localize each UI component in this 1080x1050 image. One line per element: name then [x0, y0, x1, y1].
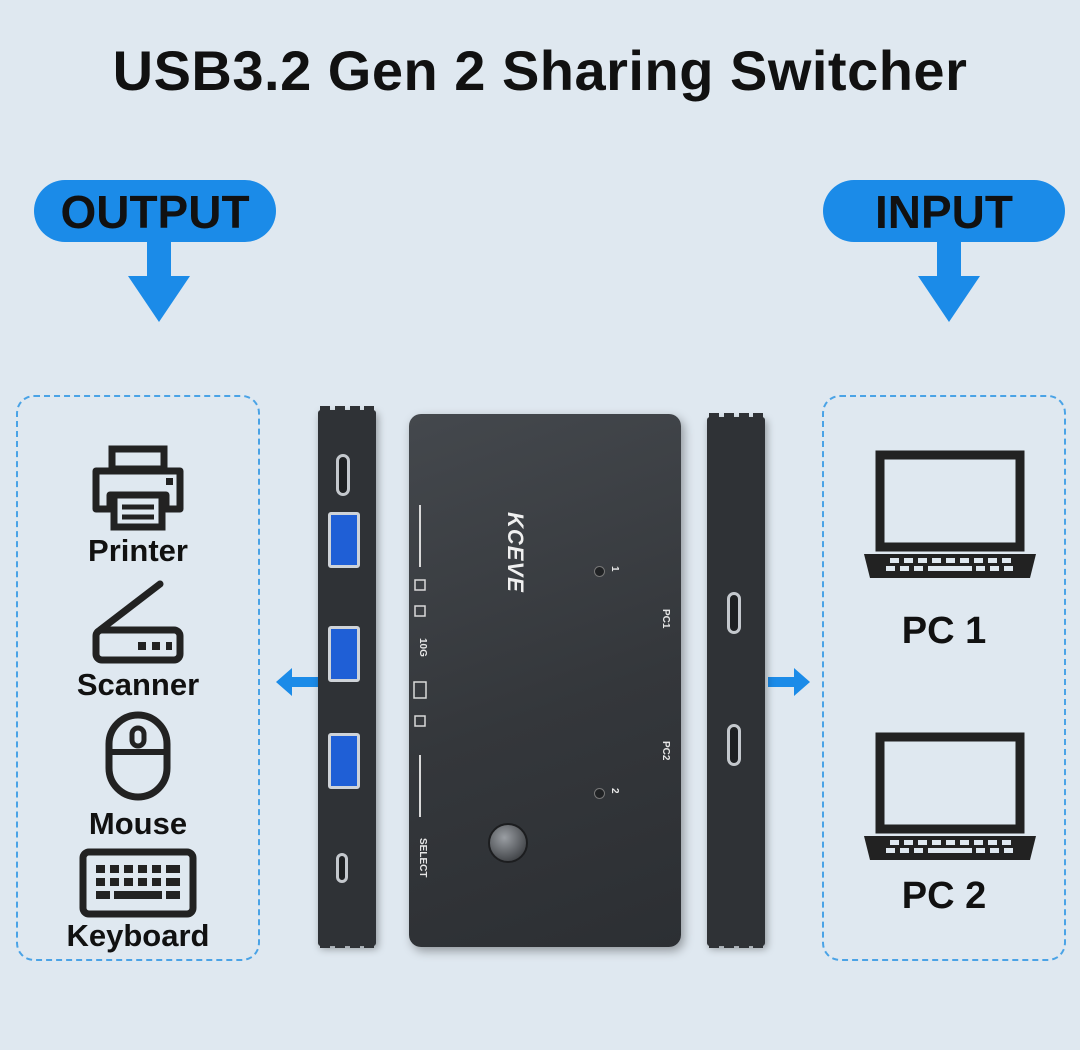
- power-port: [336, 853, 348, 883]
- scanner-icon: [92, 580, 184, 664]
- select-label: SELECT: [417, 838, 428, 878]
- laptop-icon: [864, 450, 1036, 578]
- feature-icons: [413, 579, 427, 727]
- usb-c-port: [336, 454, 350, 496]
- laptop-icon: [864, 732, 1036, 860]
- usb-a-port: [328, 733, 360, 789]
- output-down-arrow-icon: [128, 242, 190, 322]
- led1-label: 1: [609, 566, 620, 572]
- brand-logo: KCEVE: [503, 512, 528, 593]
- input-right-arrow-icon: [768, 668, 810, 696]
- pc2-usb-c-port: [727, 724, 741, 766]
- input-port-side: [707, 417, 765, 946]
- output-left-arrow-icon: [276, 668, 318, 696]
- select-button[interactable]: [488, 823, 528, 863]
- led2-label: 2: [609, 788, 620, 794]
- pc2-led: [594, 788, 605, 799]
- divider-line: [419, 755, 421, 817]
- heatsink-top-left: [320, 406, 374, 416]
- divider-line: [419, 505, 421, 567]
- input-down-arrow-icon: [918, 242, 980, 322]
- page-title: USB3.2 Gen 2 Sharing Switcher: [112, 39, 968, 102]
- switch-top-panel: [409, 414, 681, 947]
- pc1-port-label: PC1: [660, 609, 671, 629]
- pc2-label: PC 2: [901, 875, 987, 917]
- keyboard-icon: [79, 848, 197, 918]
- pc1-usb-c-port: [727, 592, 741, 634]
- keyboard-label: Keyboard: [66, 918, 210, 953]
- heatsink-top-right: [709, 413, 763, 423]
- pc1-led: [594, 566, 605, 577]
- pc1-label: PC 1: [901, 610, 987, 652]
- scanner-label: Scanner: [76, 667, 200, 702]
- printer-label: Printer: [88, 533, 188, 568]
- usb-a-port: [328, 626, 360, 682]
- pc2-port-label: PC2: [660, 741, 671, 761]
- input-devices-panel: [822, 395, 1066, 961]
- usb-a-port: [328, 512, 360, 568]
- output-devices-panel: [16, 395, 260, 961]
- heatsink-bottom-right: [709, 938, 763, 948]
- heatsink-bottom-left: [320, 938, 374, 948]
- output-label: OUTPUT: [34, 180, 276, 242]
- printer-icon: [92, 445, 184, 531]
- mouse-icon: [105, 711, 171, 801]
- input-label: INPUT: [823, 180, 1065, 242]
- mouse-label: Mouse: [88, 806, 188, 841]
